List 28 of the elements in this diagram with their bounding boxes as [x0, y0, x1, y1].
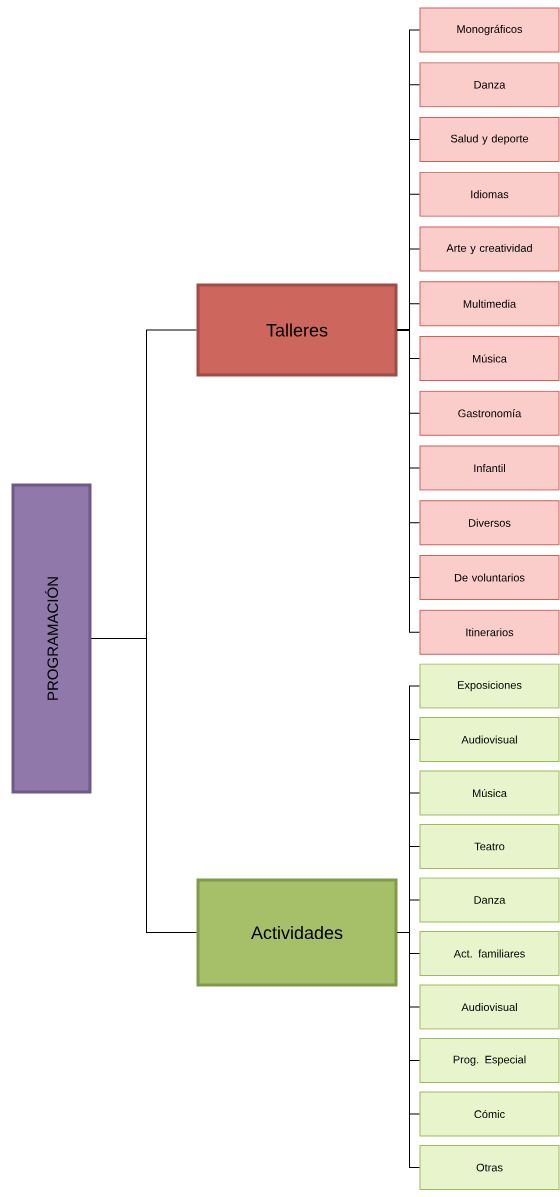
- item-box: Arte y creatividad: [419, 226, 560, 272]
- item-box: Infantil: [419, 445, 560, 491]
- item-box: Multimedia: [419, 281, 560, 327]
- item-box: Audiovisual: [419, 717, 560, 762]
- item-box: Música: [419, 336, 560, 381]
- item-box: Otras: [419, 1145, 560, 1190]
- root-box: PROGRAMACIÓN: [11, 483, 92, 794]
- item-box: Itinerarios: [419, 609, 560, 655]
- item-box: De voluntarios: [419, 555, 560, 600]
- item-box: Gastronomía: [419, 390, 560, 436]
- item-box: Act. familiares: [419, 931, 560, 976]
- item-box: Salud y deporte: [419, 117, 560, 162]
- item-box: Música: [419, 770, 560, 816]
- category-box: Actividades: [196, 878, 398, 987]
- connector-line: [91, 638, 197, 933]
- connector-line: [397, 329, 420, 633]
- item-box: Prog. Especial: [419, 1038, 560, 1083]
- item-box: Danza: [419, 62, 560, 108]
- item-box: Danza: [419, 877, 560, 923]
- item-box: Monográficos: [419, 7, 560, 53]
- item-box: Cómic: [419, 1091, 560, 1137]
- item-box: Diversos: [419, 500, 560, 546]
- item-box: Exposiciones: [419, 663, 560, 709]
- category-box: Talleres: [196, 283, 398, 377]
- item-box: Idiomas: [419, 171, 560, 217]
- item-box: Audiovisual: [419, 984, 560, 1030]
- connector-line: [397, 932, 420, 1168]
- item-box: Teatro: [419, 824, 560, 869]
